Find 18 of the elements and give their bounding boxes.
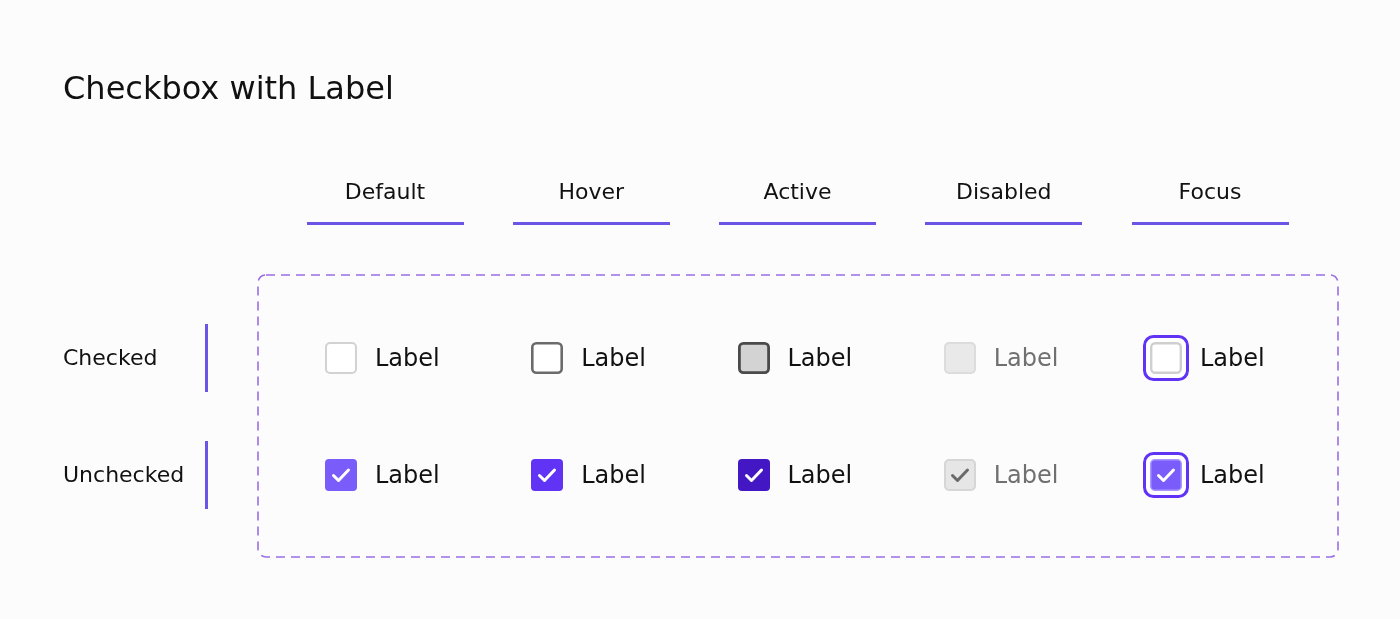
title: Checkbox with Label [63,68,394,108]
checkbox-label: Label [1200,343,1265,373]
checkbox-label: Label [787,460,853,490]
column-header: Disabled [955,178,1052,206]
checkbox-label: Label [993,460,1059,490]
column-header: Default [344,178,426,206]
column-header: Hover [558,178,625,206]
column-header: Focus [1178,178,1242,206]
checkbox-label: Label [787,343,853,373]
checkbox-label: Label [581,343,646,373]
checkbox-label: Label [375,460,440,490]
checkbox-label: Label [1200,460,1265,490]
column-header: Active [763,178,832,206]
checkbox-label: Label [993,343,1059,373]
row-header: Checked [63,344,158,372]
checkbox-label: Label [581,460,646,490]
checkbox-label: Label [375,343,440,373]
row-header: Unchecked [63,461,185,489]
